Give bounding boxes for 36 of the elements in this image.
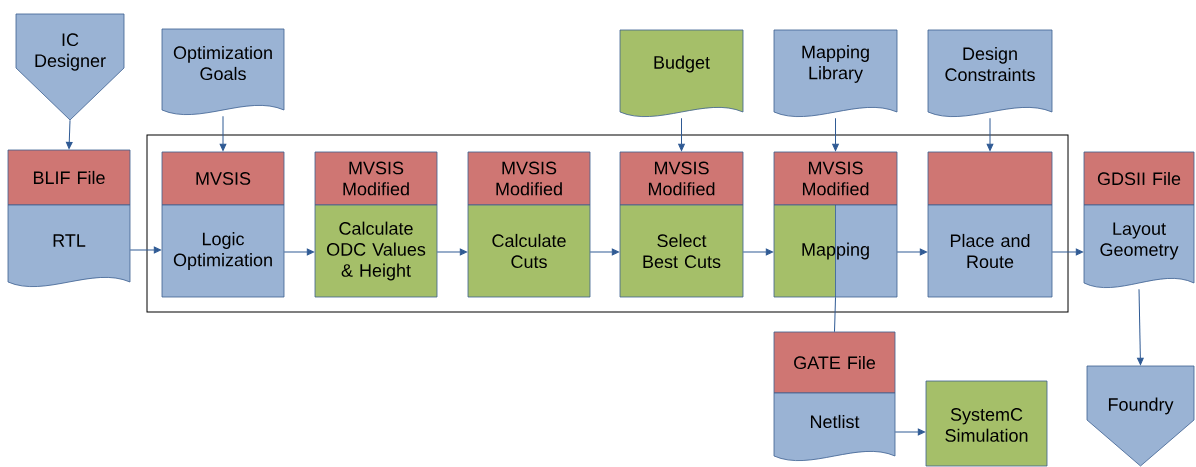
node-label: BLIF File xyxy=(33,170,105,185)
off-page-connector: IC Designer xyxy=(15,13,125,121)
process-block: MVSIS Modified Mapping xyxy=(773,151,898,298)
process-block: GDSII File Layout Geometry xyxy=(1083,151,1195,288)
process-block: BLIF File RTL xyxy=(7,149,131,287)
node-label: GDSII File xyxy=(1097,171,1181,186)
off-page-connector: Foundry xyxy=(1086,365,1195,467)
process-block: GATE File Netlist xyxy=(773,331,896,461)
process-box: SystemC Simulation xyxy=(925,380,1048,467)
node-label: GATE File xyxy=(794,355,876,370)
arrow xyxy=(1051,248,1084,256)
arrow xyxy=(894,428,926,436)
arrow xyxy=(589,248,620,256)
process-block: MVSIS Modified Calculate ODC Values & Height xyxy=(314,151,438,298)
arrow xyxy=(65,119,73,150)
node-label: MVSIS Modified xyxy=(496,161,562,196)
arrow xyxy=(742,248,774,256)
group-frame xyxy=(146,134,1069,313)
arrow xyxy=(436,248,468,256)
node-label: MVSIS xyxy=(196,172,251,185)
arrow xyxy=(129,246,162,254)
process-block: MVSIS Modified Select Best Cuts xyxy=(619,151,744,298)
arrow xyxy=(1137,288,1144,366)
connector-line xyxy=(834,296,836,333)
arrow xyxy=(283,248,315,256)
arrow xyxy=(832,117,839,152)
node-label: MVSIS Modified xyxy=(648,161,715,196)
process-block: Place and Route xyxy=(927,151,1053,298)
arrow xyxy=(678,117,685,152)
node-label: MVSIS Modified xyxy=(343,161,409,196)
arrow xyxy=(986,117,994,152)
node-label: MVSIS Modified xyxy=(802,161,869,196)
arrow xyxy=(896,248,928,256)
process-block: MVSIS Logic Optimization xyxy=(161,151,285,298)
arrow xyxy=(219,115,227,152)
process-block: MVSIS Modified Calculate Cuts xyxy=(467,151,591,298)
